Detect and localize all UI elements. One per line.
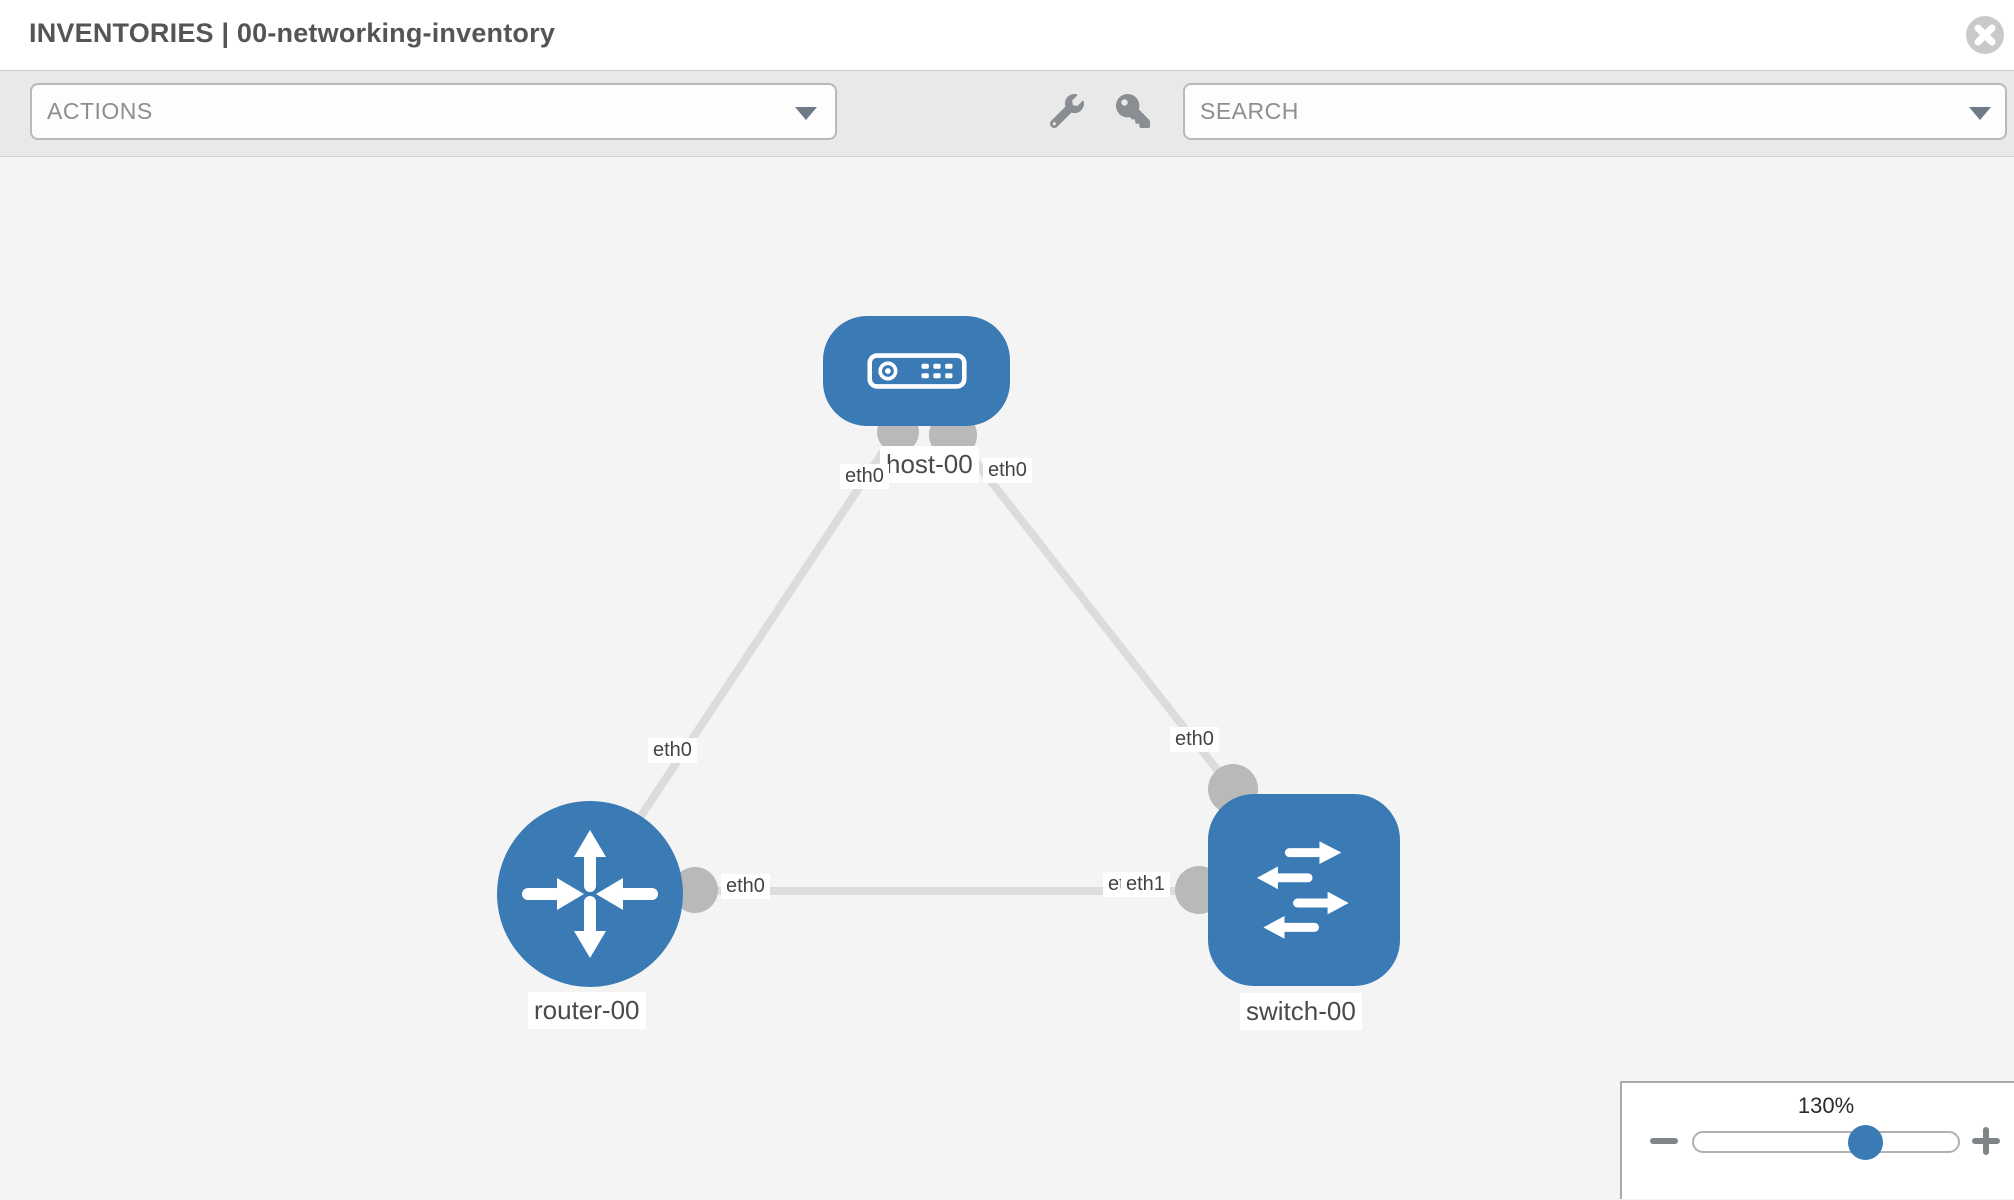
interface-dot xyxy=(672,867,718,913)
chevron-down-icon xyxy=(795,107,817,120)
interface-label: eth0 xyxy=(721,874,770,899)
node-host-00[interactable] xyxy=(823,316,1010,426)
page-title: INVENTORIES | 00-networking-inventory xyxy=(29,18,556,48)
node-label-router: router-00 xyxy=(528,992,646,1029)
topology-links-layer xyxy=(620,411,1260,914)
node-label-host: host-00 xyxy=(880,446,979,483)
node-router-00[interactable] xyxy=(497,801,683,987)
zoom-panel: 130% xyxy=(1620,1081,2014,1199)
tools-button[interactable] xyxy=(1049,94,1085,130)
minus-icon xyxy=(1650,1137,1678,1144)
close-button[interactable] xyxy=(1965,15,2005,55)
server-icon xyxy=(866,353,967,389)
node-switch-00[interactable] xyxy=(1208,794,1400,986)
zoom-slider-thumb[interactable] xyxy=(1848,1125,1883,1160)
header: INVENTORIES | 00-networking-inventory xyxy=(0,0,2014,71)
node-label-switch: switch-00 xyxy=(1240,993,1362,1030)
zoom-out-button[interactable] xyxy=(1646,1124,1682,1160)
actions-dropdown[interactable]: ACTIONS xyxy=(30,83,837,140)
interface-label: eth0 xyxy=(840,464,889,489)
zoom-in-button[interactable] xyxy=(1968,1124,2004,1160)
interface-label: eth0 xyxy=(1170,727,1219,752)
topology-canvas[interactable]: host-00 router-00 switch-00 eth0 eth0 et… xyxy=(0,157,2014,1199)
key-icon xyxy=(1116,94,1150,128)
toolbar: ACTIONS SEARCH xyxy=(0,71,2014,157)
search-dropdown-label: SEARCH xyxy=(1200,98,1299,124)
plus-icon xyxy=(1972,1126,2000,1155)
zoom-slider-track[interactable] xyxy=(1692,1131,1960,1153)
credentials-button[interactable] xyxy=(1115,94,1151,130)
router-icon xyxy=(522,830,658,958)
zoom-level: 130% xyxy=(1797,1093,1855,1118)
chevron-down-icon xyxy=(1969,107,1991,120)
actions-dropdown-label: ACTIONS xyxy=(47,98,153,124)
interface-label: eth0 xyxy=(648,738,697,763)
wrench-icon xyxy=(1049,94,1084,129)
search-dropdown[interactable]: SEARCH xyxy=(1183,83,2007,140)
interface-label: eth1 xyxy=(1121,872,1170,897)
close-icon xyxy=(1966,16,2004,54)
interface-label: eth0 xyxy=(983,458,1032,483)
switch-icon xyxy=(1256,841,1349,939)
